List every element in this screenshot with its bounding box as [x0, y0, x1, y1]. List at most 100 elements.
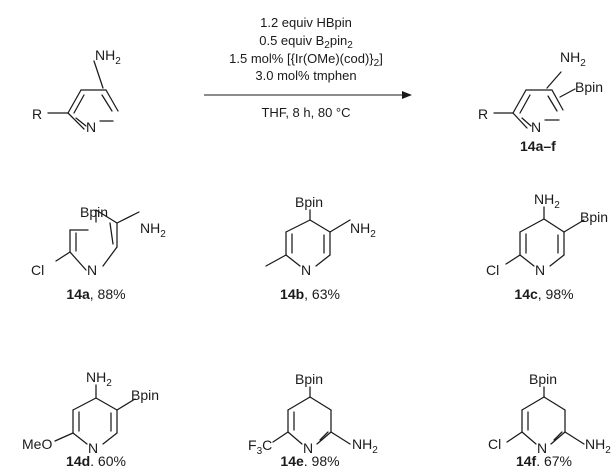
bond-c4: [519, 254, 535, 267]
bond-b1: [309, 219, 331, 233]
r-group-label: R: [478, 106, 488, 122]
bond-d11: [54, 432, 74, 442]
bond-a9: [109, 222, 114, 245]
bond-b10: [329, 219, 351, 233]
bond-f4: [521, 431, 537, 445]
compound-caption: 14f, 67%: [516, 453, 572, 466]
compound-14f: Bpin Cl N NH2 14f, 67%: [488, 371, 611, 466]
bond-a7: [102, 246, 118, 267]
bond-ring-3: [105, 89, 119, 112]
compound-caption: 14b, 63%: [280, 286, 340, 302]
bond-ring-5: [67, 112, 85, 130]
amine-label: NH2: [95, 47, 121, 67]
bond-f3: [550, 431, 566, 445]
compound-14a: Bpin NH2 Cl N 14a, 88%: [31, 204, 166, 302]
boryl-label: Bpin: [575, 79, 603, 95]
bond-e9: [319, 431, 329, 441]
bond-e3: [316, 431, 332, 445]
reaction-arrow-head: [402, 91, 412, 99]
substituent-right: NH2: [140, 220, 166, 240]
bond-ring-double-1: [519, 94, 531, 114]
substituent-right: Bpin: [131, 387, 159, 403]
bond-amine-float: [546, 71, 562, 89]
bond-e1: [309, 396, 332, 411]
product-series-label: 14a–f: [520, 138, 556, 154]
substituent-left: MeO: [22, 436, 52, 452]
substituent-right: Bpin: [580, 209, 608, 225]
condition-line-1: 1.2 equiv HBpin: [260, 15, 352, 30]
bond-ring-5: [512, 112, 528, 129]
substituent-ortho: NH2: [585, 436, 611, 456]
bond-b6: [285, 219, 311, 233]
bond-ring-double-2: [547, 95, 558, 112]
condition-line-4: 3.0 mol% tmphen: [255, 68, 356, 83]
compound-14d: NH2 Bpin MeO N 14d, 60%: [22, 369, 159, 466]
bond-f10: [564, 431, 585, 445]
compound-14e: Bpin F3C N NH2 14e, 98%: [248, 371, 378, 466]
bond-c11: [505, 254, 521, 265]
bond-ring-3: [551, 89, 564, 111]
r-group-label: R: [32, 106, 42, 122]
bond-a11: [55, 251, 71, 262]
substituent-top: Bpin: [295, 194, 323, 210]
bond-e4: [287, 431, 303, 445]
compound-caption: 14e, 98%: [280, 453, 339, 466]
ring-nitrogen: N: [303, 440, 313, 456]
ring-nitrogen: N: [537, 440, 547, 456]
bond-d10: [116, 398, 136, 411]
bond-ring-double-3: [75, 117, 87, 127]
bond-ring-double-1: [73, 94, 85, 114]
bond-e10: [330, 431, 351, 445]
reactant-structure: R N NH2: [32, 47, 121, 135]
bond-c1: [543, 218, 565, 233]
compound-caption: 14a, 88%: [66, 286, 125, 302]
bond-e6: [287, 396, 311, 411]
substituent-top: NH2: [534, 191, 560, 211]
bond-ring-double-2: [101, 94, 113, 112]
bond-a5: [95, 209, 118, 224]
substituent-right: NH2: [350, 220, 376, 240]
bond-d6: [72, 397, 97, 411]
substituent-left: Cl: [486, 262, 499, 278]
bond-c6: [519, 218, 545, 233]
amine-label: NH2: [560, 49, 586, 69]
bond-f11: [506, 431, 523, 443]
bond-d1: [95, 397, 118, 411]
bond-b11: [265, 254, 287, 267]
substituent-left: F3C: [248, 437, 272, 457]
ring-nitrogen: N: [88, 440, 98, 456]
reaction-arrow: [204, 91, 412, 99]
bond-ring-1: [512, 89, 527, 114]
bond-ring-double-3: [521, 117, 532, 127]
bond-d3: [102, 432, 118, 445]
substituent-top: NH2: [86, 369, 112, 389]
compound-14c: NH2 Bpin Cl N 14c, 98%: [486, 191, 608, 302]
bond-c10: [563, 219, 585, 233]
bond-d4: [72, 432, 88, 445]
substituent-left: Cl: [488, 436, 501, 452]
compound-caption: 14d, 60%: [66, 453, 126, 466]
bond-f9: [553, 431, 563, 441]
ring-nitrogen-label: N: [86, 119, 96, 135]
bond-ring-1: [67, 89, 82, 114]
ring-nitrogen-label: N: [531, 119, 541, 135]
bond-b3: [315, 254, 331, 267]
ring-nitrogen: N: [301, 262, 311, 278]
compound-14b: Bpin NH2 N 14b, 63%: [265, 194, 376, 302]
condition-line-3: 1.5 mol% [{Ir(OMe)(cod)}2]: [229, 51, 383, 69]
substituent-top: Bpin: [295, 371, 323, 387]
ring-nitrogen: N: [535, 262, 545, 278]
bond-a10: [116, 211, 140, 224]
bond-f6: [521, 396, 545, 411]
compound-caption: 14c, 98%: [514, 286, 573, 302]
bond-a4: [69, 251, 87, 271]
bond-amine-float: [93, 60, 104, 89]
reaction-conditions: 1.2 equiv HBpin 0.5 equiv B2pin2 1.5 mol…: [229, 15, 383, 120]
substituent-left: Cl: [31, 262, 44, 278]
bond-boryl-float: [559, 88, 576, 98]
bond-e11: [272, 431, 289, 443]
condition-line-2: 0.5 equiv B2pin2: [259, 33, 353, 51]
product-structure: R N NH2 Bpin 14a–f: [478, 49, 603, 154]
